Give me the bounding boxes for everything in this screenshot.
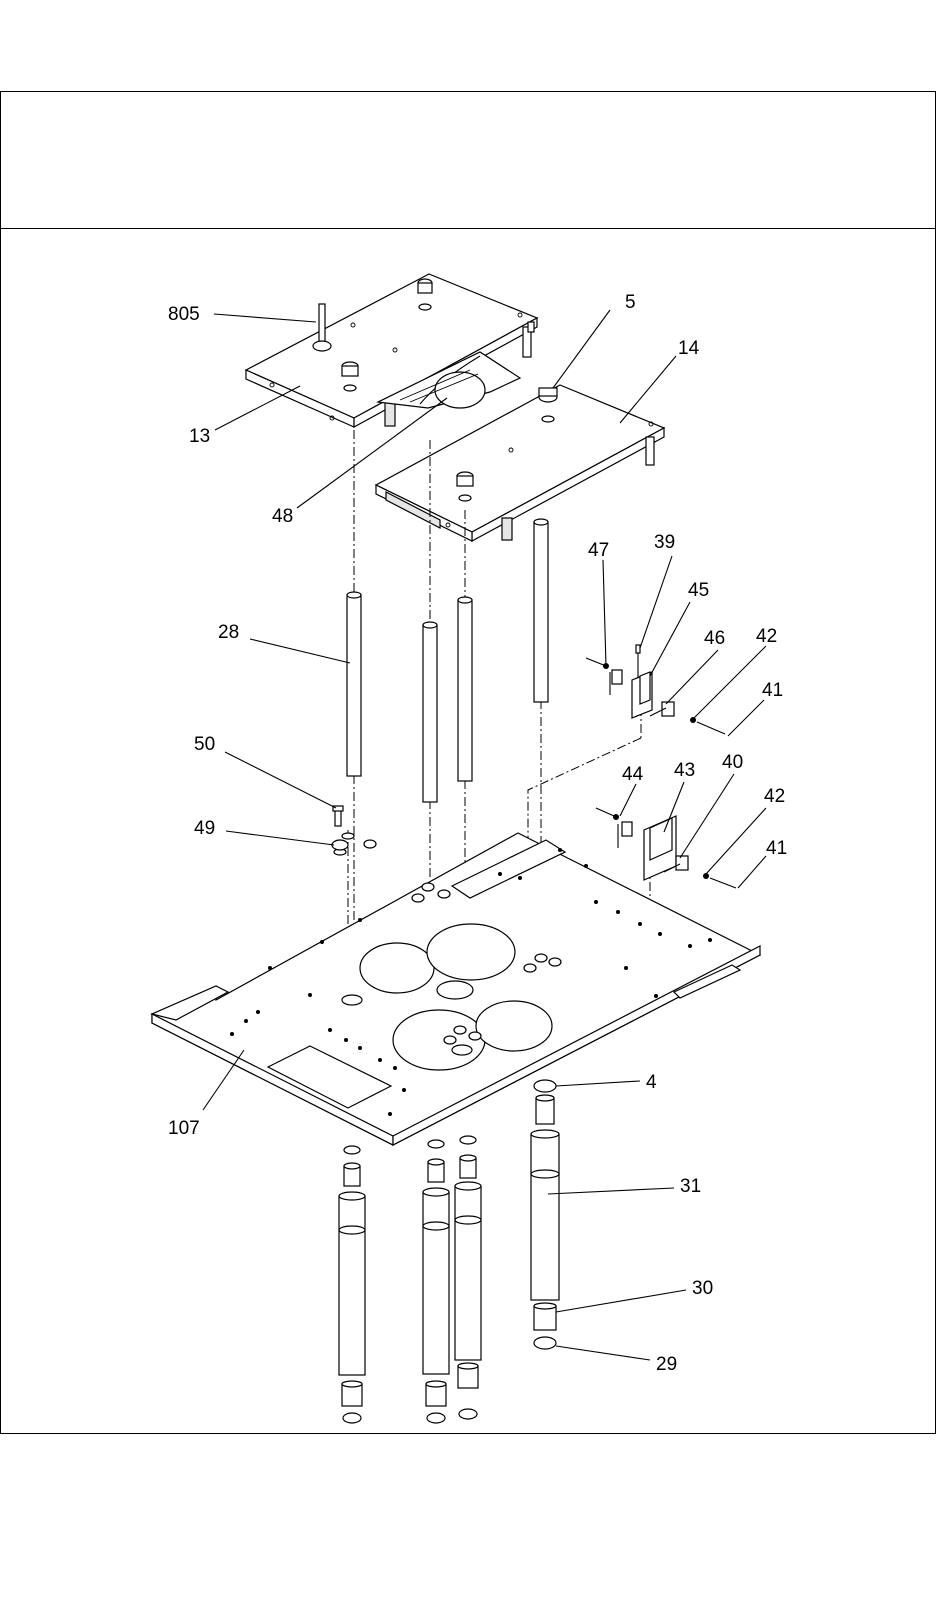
callout-43: 43 (674, 760, 695, 781)
support-stack-4 (531, 1080, 559, 1349)
base-plate-107 (152, 833, 760, 1145)
callout-40: 40 (722, 752, 743, 773)
callout-4: 4 (646, 1072, 657, 1093)
callout-29: 29 (656, 1354, 677, 1375)
callout-13: 13 (189, 426, 210, 447)
support-stack-3 (455, 1136, 481, 1419)
tubes-28 (347, 519, 548, 802)
callout-30: 30 (692, 1278, 713, 1299)
bracket-assembly-upper (586, 645, 725, 734)
callout-47: 47 (588, 540, 609, 561)
callout-46: 46 (704, 628, 725, 649)
callout-42-upper: 42 (756, 626, 777, 647)
callout-41-lower: 41 (766, 838, 787, 859)
callout-805: 805 (168, 304, 200, 325)
callout-31: 31 (680, 1176, 701, 1197)
support-stack-1 (339, 1146, 365, 1423)
callout-44: 44 (622, 764, 644, 785)
callout-48: 48 (272, 506, 293, 527)
plate-14 (376, 385, 664, 541)
callout-39: 39 (654, 532, 675, 553)
callout-42-lower: 42 (764, 786, 785, 807)
callout-49: 49 (194, 818, 215, 839)
callout-5: 5 (625, 292, 636, 313)
callout-28: 28 (218, 622, 239, 643)
support-stack-2 (423, 1140, 449, 1423)
bracket-assembly-lower (596, 808, 736, 888)
callout-107: 107 (168, 1118, 200, 1139)
callout-41-upper: 41 (762, 680, 783, 701)
callout-14: 14 (678, 338, 700, 359)
callout-50: 50 (194, 734, 215, 755)
callout-45: 45 (688, 580, 709, 601)
